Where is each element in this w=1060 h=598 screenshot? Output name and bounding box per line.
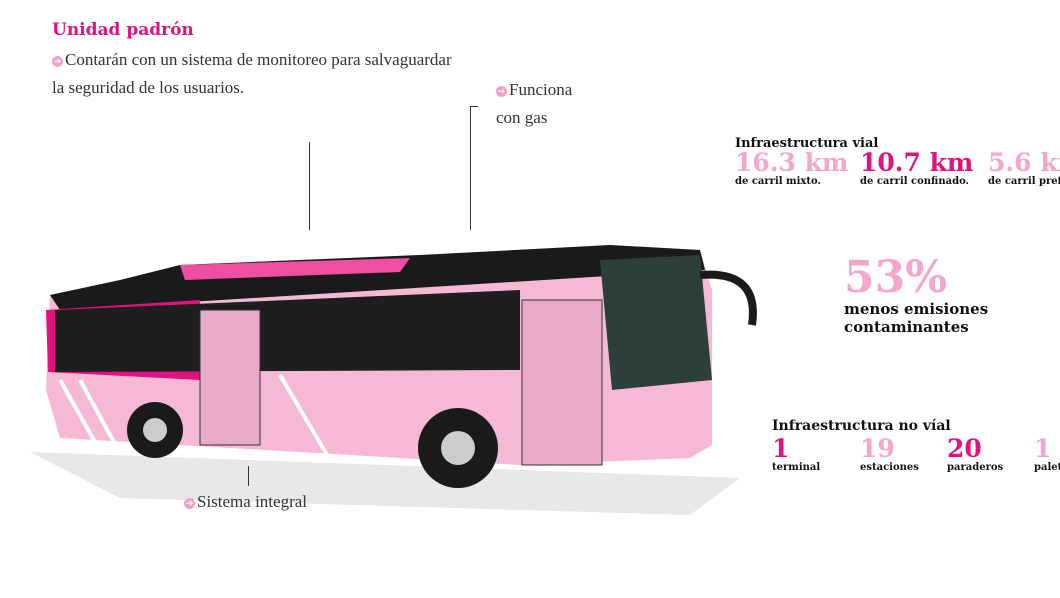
gas-note: ➔Funciona con gas <box>496 76 572 132</box>
emissions-line1: menos emisiones <box>844 300 989 318</box>
leader-line <box>309 142 310 230</box>
no-vial-label: paleta <box>1034 462 1060 473</box>
leader-line <box>470 106 478 107</box>
vial-label: de carril confinado. <box>860 176 970 187</box>
emissions-line2: contaminantes <box>844 318 969 336</box>
no-vial-label: terminal <box>772 462 821 473</box>
no-vial-label: paraderos <box>947 462 1004 473</box>
integral-text: Sistema integral <box>197 492 308 511</box>
no-vial-value: 1 <box>1034 434 1052 463</box>
emissions-block: 53% menos emisiones contaminantes <box>844 252 989 337</box>
gas-text-2: con gas <box>496 108 548 127</box>
vial-heading: Infraestructura vial <box>735 136 879 151</box>
vial-label: de carril preferente. <box>988 176 1060 187</box>
vial-value: 5.6 km <box>988 148 1060 177</box>
bus-illustration <box>30 245 757 515</box>
no-vial-heading: Infraestructura no víal <box>772 418 951 434</box>
no-vial-value: 1 <box>772 434 790 463</box>
arrow-icon: ➔ <box>184 498 195 509</box>
emissions-value: 53% <box>844 252 948 303</box>
leader-line <box>248 466 249 486</box>
arrow-icon: ➔ <box>496 86 507 97</box>
vial-label: de carril mixto. <box>735 176 821 187</box>
leader-line <box>470 106 471 230</box>
integral-note: ➔Sistema integral <box>184 488 307 516</box>
arrow-icon: ➔ <box>52 56 63 67</box>
monitoring-text: Contarán con un sistema de monitoreo par… <box>52 50 452 97</box>
monitoring-note: ➔Contarán con un sistema de monitoreo pa… <box>52 46 452 102</box>
no-vial-value: 19 <box>860 434 895 463</box>
no-vial-label: estaciones <box>860 462 919 473</box>
gas-text-1: Funciona <box>509 80 573 99</box>
no-vial-value: 20 <box>947 434 982 463</box>
vial-value: 16.3 km <box>735 148 849 177</box>
vial-value: 10.7 km <box>860 148 974 177</box>
infographic-title: Unidad padrón <box>52 20 194 40</box>
vial-section: Infraestructura vial <box>735 136 878 151</box>
